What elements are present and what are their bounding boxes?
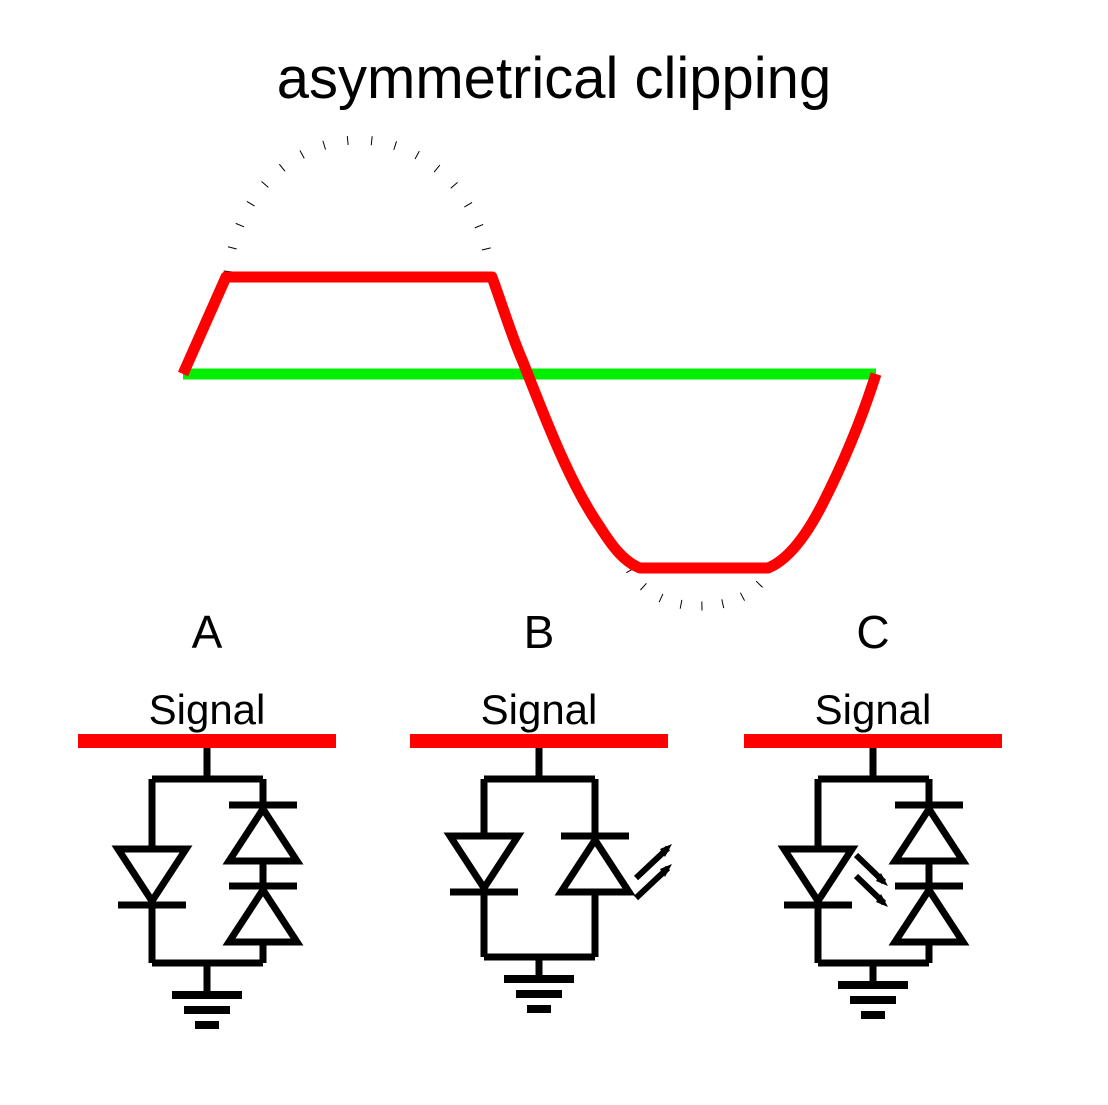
circuit-a-ground-symbol [172,963,242,1029]
circuit-c-right-branch[interactable] [888,779,970,963]
circuit-b-led-arrow-2-head [660,864,672,877]
circuit-b-diode-down-triangle [443,832,525,895]
circuit-c-diode-up-1-triangle [888,802,970,865]
clipped-signal-waveform [177,271,882,574]
circuit-c-led-emission-arrows [853,852,888,907]
unclipped-positive-peak-dotted-curve [223,135,495,273]
circuit-a-diode-up-2-triangle [222,883,304,946]
circuit-a-signal-bus [78,734,336,748]
circuit-a-signal-label: Signal [149,686,266,733]
circuit-b-letter: B [524,606,555,658]
unclipped-negative-peak-dotted-curve [626,567,774,611]
circuit-c-letter: C [856,606,889,658]
circuit-c-signal-label: Signal [815,686,932,733]
circuit-c-left-branch[interactable] [777,779,888,963]
circuit-b-right-branch[interactable] [554,779,672,957]
waveform-plot [177,135,882,611]
circuit-b-signal-label: Signal [481,686,598,733]
circuit-b-led-emission-arrows [633,844,672,901]
circuit-b-led-up-triangle [554,833,636,896]
circuit-b-led-arrow-1-head [660,844,672,857]
circuit-c[interactable]: C Signal [744,606,1002,1019]
figure-title: asymmetrical clipping [277,46,831,111]
circuit-c-led-arrow-2-head [876,894,888,907]
circuit-c-signal-bus [744,734,1002,748]
circuit-c-led-down-triangle [777,845,859,908]
circuit-c-led-arrow-1-head [876,873,888,886]
circuit-a-letter: A [192,606,223,658]
circuit-a-diode-up-1-triangle [222,802,304,865]
circuit-a[interactable]: A Signal [78,606,336,1029]
circuit-a-left-branch[interactable] [111,779,193,963]
circuit-b-signal-bus [410,734,668,748]
circuit-c-diode-up-2-triangle [888,883,970,946]
circuit-c-ground-symbol [838,963,908,1019]
circuit-b[interactable]: B Signal [410,606,672,1013]
circuit-b-ground-symbol [504,957,574,1013]
circuit-b-left-branch[interactable] [443,779,525,957]
circuit-a-right-branch[interactable] [222,779,304,963]
circuit-a-diode-down-triangle [111,845,193,908]
